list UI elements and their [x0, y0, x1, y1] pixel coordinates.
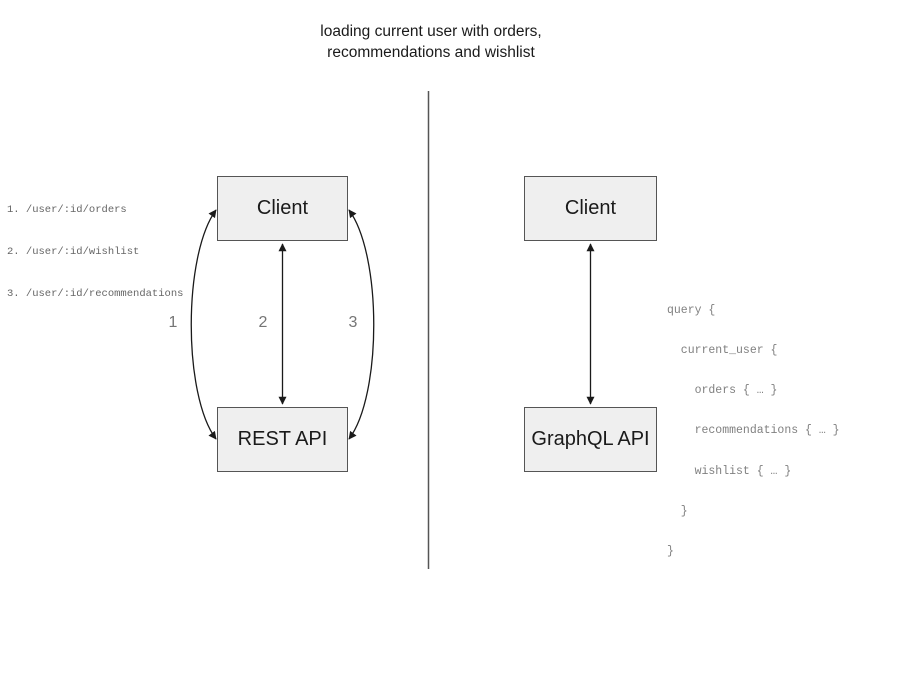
rest-arrow-3-curve — [348, 209, 375, 440]
arrow-label-3: 3 — [348, 314, 358, 331]
rest-api-box-label: REST API — [237, 428, 328, 450]
query-line-3: orders { … } — [667, 384, 778, 398]
query-line-6: } — [667, 504, 688, 518]
endpoint-line-3: 3. /user/:id/recommendations — [7, 288, 184, 300]
client-box-rest-side: Client — [217, 176, 348, 241]
arrow-label-1: 1 — [168, 314, 178, 331]
diagram-title-line-1: loading current user with orders, — [320, 23, 542, 40]
query-line-1: query { — [667, 303, 716, 317]
query-line-4: recommendations { … } — [667, 424, 840, 438]
query-line-2: current_user { — [667, 344, 778, 358]
endpoint-line-1: 1. /user/:id/orders — [7, 204, 127, 216]
diagram-title: loading current user with orders, recomm… — [320, 21, 541, 63]
rest-endpoint-list: 1. /user/:id/orders 2. /user/:id/wishlis… — [7, 175, 183, 329]
query-line-5: wishlist { … } — [667, 464, 792, 478]
rest-api-box: REST API — [217, 407, 348, 472]
client-box-rest-label: Client — [256, 197, 309, 219]
endpoint-line-2: 2. /user/:id/wishlist — [7, 246, 140, 258]
client-box-graphql-side: Client — [524, 176, 657, 241]
graphql-api-box: GraphQL API — [524, 407, 657, 472]
rest-arrow-1-curve — [190, 209, 217, 440]
query-line-7: } — [667, 545, 674, 559]
diagram-title-line-2: recommendations and wishlist — [327, 44, 535, 61]
graphql-api-box-label: GraphQL API — [531, 428, 650, 450]
graphql-query-snippet: query { current_user { orders { … } reco… — [667, 277, 840, 585]
client-box-graphql-label: Client — [564, 197, 617, 219]
arrow-label-2: 2 — [258, 314, 268, 331]
